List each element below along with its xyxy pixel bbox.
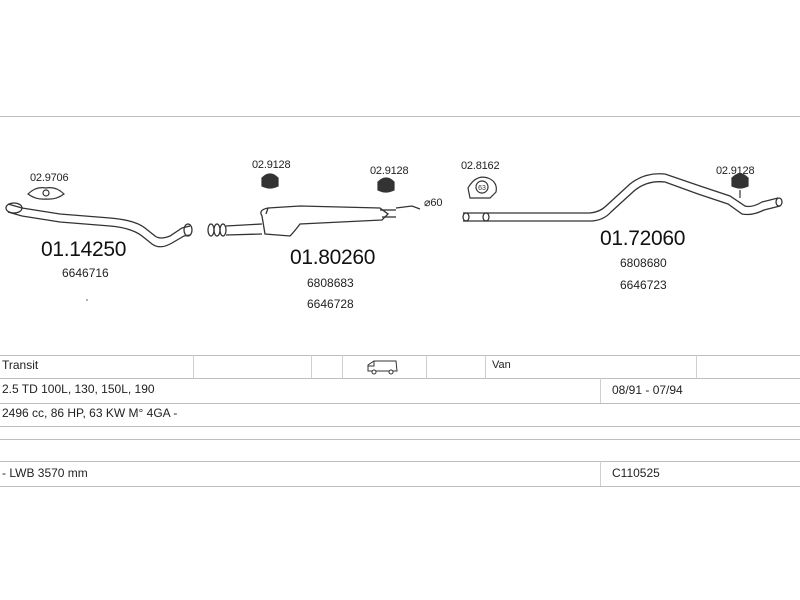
dot-mark (86, 299, 88, 301)
middle-silencer-drawing (207, 205, 421, 237)
vehicle-years: 08/91 - 07/94 (612, 383, 683, 397)
rear-silencer-oem-2: 6646723 (620, 278, 667, 292)
diameter-label: ⌀60 (424, 197, 443, 209)
front-pipe-oem-1: 6646716 (62, 266, 109, 280)
col-divider-6 (696, 355, 697, 378)
col-divider-8 (600, 461, 601, 486)
rear-silencer-oem-1: 6808680 (620, 256, 667, 270)
hanger-1-label: 02.9128 (252, 159, 291, 171)
svg-text:63: 63 (478, 185, 486, 192)
table-line-7 (0, 486, 800, 487)
col-divider-4 (426, 355, 427, 378)
clamp-label: 02.8162 (461, 160, 500, 172)
table-line-3 (0, 403, 800, 404)
hanger-3-drawing (731, 173, 749, 198)
clamp-drawing: 63 (467, 176, 497, 199)
table-line-2 (0, 378, 800, 379)
vehicle-spec: 2496 cc, 86 HP, 63 KW M° 4GA - (2, 406, 178, 420)
vehicle-wheelbase: - LWB 3570 mm (2, 466, 88, 480)
gasket-label: 02.9706 (30, 172, 69, 184)
table-line-1 (0, 355, 800, 356)
top-border (0, 116, 800, 117)
col-divider-3 (342, 355, 343, 378)
middle-silencer-number: 01.80260 (290, 246, 376, 269)
van-icon (367, 360, 398, 375)
front-pipe-number: 01.14250 (41, 238, 127, 261)
middle-silencer-oem-1: 6808683 (307, 276, 354, 290)
rear-pipe-drawing (500, 173, 783, 222)
col-divider-1 (193, 355, 194, 378)
table-line-4 (0, 426, 800, 427)
hanger-2-label: 02.9128 (370, 165, 409, 177)
vehicle-code: C110525 (612, 466, 660, 480)
col-divider-2 (311, 355, 312, 378)
hanger-1-drawing (261, 173, 279, 189)
middle-silencer-oem-2: 6646728 (307, 297, 354, 311)
connector-drawing (462, 212, 500, 222)
rear-silencer-number: 01.72060 (600, 227, 686, 250)
col-divider-7 (600, 378, 601, 403)
hanger-3-label: 02.9128 (716, 165, 755, 177)
table-line-6 (0, 461, 800, 462)
front-pipe-drawing (5, 202, 193, 248)
gasket-drawing (27, 187, 65, 200)
col-divider-5 (485, 355, 486, 378)
exhaust-drawing: 63 (5, 173, 783, 301)
hanger-2-drawing (377, 177, 395, 193)
vehicle-engine: 2.5 TD 100L, 130, 150L, 190 (2, 382, 155, 396)
exhaust-diagram: 63 02.9706 02.9128 02.9128 02.8162 02.91… (0, 116, 800, 352)
vehicle-body-type: Van (492, 359, 511, 371)
table-line-5 (0, 439, 800, 440)
vehicle-model: Transit (2, 358, 39, 372)
